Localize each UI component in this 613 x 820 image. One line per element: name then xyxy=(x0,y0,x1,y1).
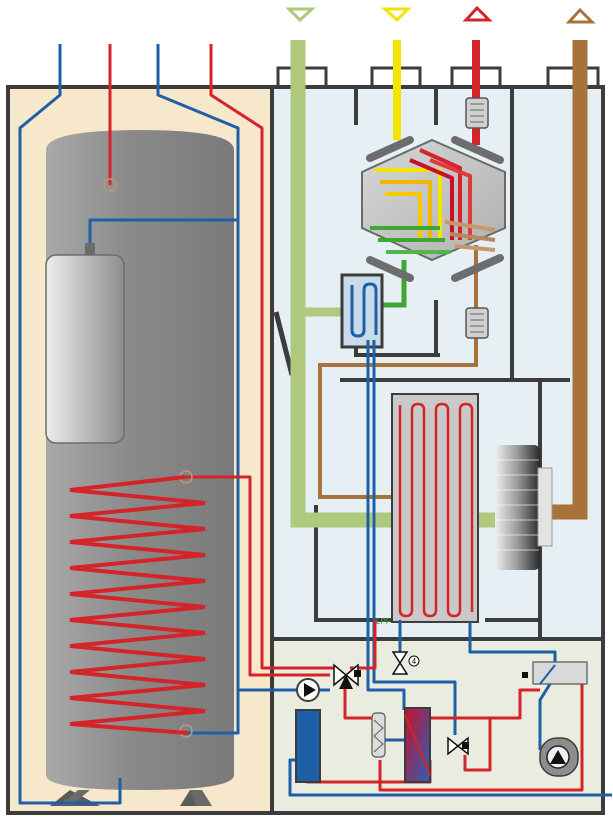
duct-collars xyxy=(276,66,600,86)
reversing-valve-icon xyxy=(522,661,588,685)
down-triangle-green-icon xyxy=(285,7,316,23)
tank-pipes xyxy=(18,44,335,805)
fan-icon xyxy=(495,445,553,570)
check-valve-icon xyxy=(447,736,469,756)
evaporator-icon xyxy=(340,273,384,349)
expansion-vessel xyxy=(45,243,125,444)
heating-coil xyxy=(69,475,206,735)
damper-icons xyxy=(465,97,489,339)
filter-drier-icon xyxy=(371,712,386,758)
up-triangle-brown-icon xyxy=(565,7,596,24)
expansion-valve-icon: 4 xyxy=(391,651,420,675)
exhaust-air-duct xyxy=(548,40,588,520)
valve-index-label: 4 xyxy=(412,657,417,666)
condenser-coil-icon xyxy=(391,393,479,623)
plate-heat-exchanger-icon xyxy=(404,707,431,783)
up-triangle-red-icon xyxy=(462,5,493,22)
compressor-icon xyxy=(539,737,579,777)
pressure-sensor-label: LPF xyxy=(376,617,391,626)
top-arrows xyxy=(285,5,596,24)
down-triangle-yellow-icon xyxy=(381,7,412,23)
circulation-pump-icon xyxy=(296,678,320,702)
three-way-valve-icon xyxy=(333,663,361,689)
heat-exchanger-icon xyxy=(361,136,506,282)
buffer-vessel-icon xyxy=(295,709,321,783)
